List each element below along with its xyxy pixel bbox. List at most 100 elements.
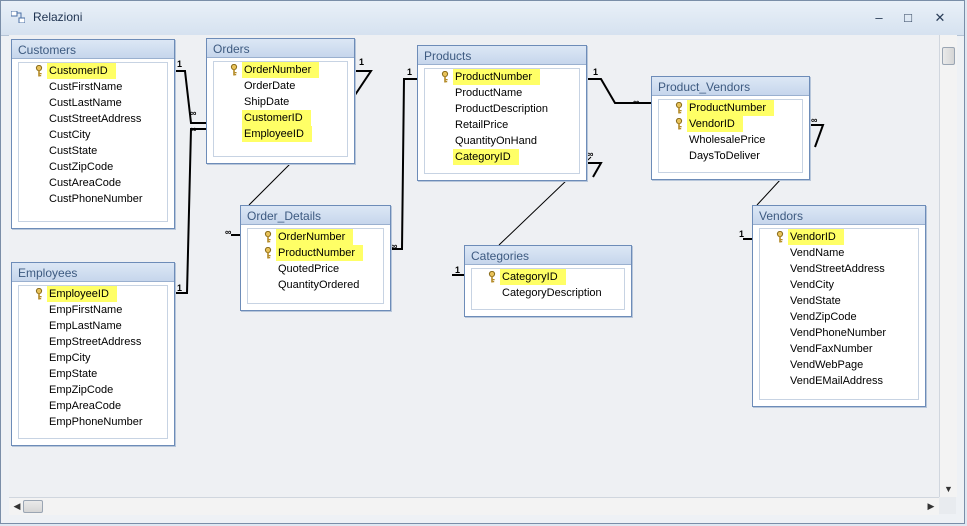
field-row[interactable]: CustFirstName <box>19 79 167 95</box>
field-row[interactable]: CustState <box>19 143 167 159</box>
field-row[interactable]: VendName <box>760 245 918 261</box>
vertical-scrollbar[interactable]: ▼ <box>939 35 957 497</box>
field-row[interactable]: RetailPrice <box>425 117 579 133</box>
field-row[interactable]: ProductNumber <box>425 69 579 85</box>
field-name: VendWebPage <box>790 359 864 371</box>
relationship-vendors-productvendors <box>809 124 825 148</box>
field-row[interactable]: EmpLastName <box>19 318 167 334</box>
field-row[interactable]: DaysToDeliver <box>659 148 802 164</box>
field-name: EmpFirstName <box>49 304 123 316</box>
field-row[interactable]: CustStreetAddress <box>19 111 167 127</box>
window-title: Relazioni <box>33 10 83 24</box>
field-row[interactable]: ProductNumber <box>248 245 383 261</box>
field-name: EmployeeID <box>242 126 312 142</box>
field-name: RetailPrice <box>455 119 509 131</box>
field-name: OrderNumber <box>242 62 320 78</box>
field-row[interactable]: VendorID <box>760 229 918 245</box>
field-row[interactable]: EmpStreetAddress <box>19 334 167 350</box>
field-row[interactable]: VendState <box>760 293 918 309</box>
field-row[interactable]: EmployeeID <box>214 126 347 142</box>
field-row[interactable]: EmpCity <box>19 350 167 366</box>
table-title: Vendors <box>753 206 925 225</box>
field-name: VendPhoneNumber <box>790 327 887 339</box>
field-row[interactable]: CategoryID <box>472 269 624 285</box>
field-row[interactable]: VendWebPage <box>760 357 918 373</box>
field-name: CategoryID <box>453 149 519 165</box>
field-row[interactable]: EmpPhoneNumber <box>19 414 167 430</box>
relationship-customers-orders <box>173 70 206 124</box>
field-row[interactable]: VendPhoneNumber <box>760 325 918 341</box>
maximize-button[interactable]: □ <box>904 10 912 25</box>
field-name: EmpPhoneNumber <box>49 416 143 428</box>
relationships-canvas[interactable]: 1 ∞ ∞ 1 1 ∞ 1 ∞ 1 ∞ ∞ 1 ∞ 1 Customers Cu… <box>9 35 939 497</box>
field-row[interactable]: VendStreetAddress <box>760 261 918 277</box>
rel-label-many: ∞ <box>190 124 197 134</box>
scroll-down-arrow-icon[interactable]: ▼ <box>944 484 953 494</box>
field-row[interactable]: ProductDescription <box>425 101 579 117</box>
field-row[interactable]: CustAreaCode <box>19 175 167 191</box>
field-row[interactable]: EmpAreaCode <box>19 398 167 414</box>
field-row[interactable]: VendEMailAddress <box>760 373 918 389</box>
relationship-products-orderdetails <box>390 78 417 250</box>
title-bar[interactable]: Relazioni – □ ✕ <box>1 1 964 36</box>
field-row[interactable]: OrderNumber <box>248 229 383 245</box>
field-row[interactable]: QuantityOrdered <box>248 277 383 293</box>
close-button[interactable]: ✕ <box>934 10 946 25</box>
field-row[interactable]: EmpZipCode <box>19 382 167 398</box>
field-row[interactable]: CustLastName <box>19 95 167 111</box>
field-name: OrderDate <box>244 80 296 92</box>
field-name: CustLastName <box>49 97 122 109</box>
field-row[interactable]: OrderNumber <box>214 62 347 78</box>
rel-label-many: ∞ <box>587 149 594 159</box>
field-name: VendStreetAddress <box>790 263 885 275</box>
field-name: OrderNumber <box>276 229 354 245</box>
rel-label-many: ∞ <box>633 97 640 107</box>
field-row[interactable]: ShipDate <box>214 94 347 110</box>
field-name: EmployeeID <box>47 286 117 302</box>
field-row[interactable]: CategoryID <box>425 149 579 165</box>
primary-key-icon <box>675 102 683 114</box>
minimize-button[interactable]: – <box>875 10 883 25</box>
scroll-left-arrow-icon[interactable]: ◀ <box>13 501 21 511</box>
scroll-right-arrow-icon[interactable]: ▶ <box>927 501 935 511</box>
field-row[interactable]: CustCity <box>19 127 167 143</box>
primary-key-icon <box>488 271 496 283</box>
field-row[interactable]: CustPhoneNumber <box>19 191 167 207</box>
field-row[interactable]: EmpFirstName <box>19 302 167 318</box>
field-row[interactable]: CustomerID <box>19 63 167 79</box>
field-row[interactable]: CustZipCode <box>19 159 167 175</box>
field-name: ProductNumber <box>453 69 541 85</box>
field-row[interactable]: QuotedPrice <box>248 261 383 277</box>
field-name: ProductName <box>455 87 523 99</box>
field-row[interactable]: CategoryDescription <box>472 285 624 301</box>
field-name: ProductNumber <box>276 245 364 261</box>
field-row[interactable]: VendZipCode <box>760 309 918 325</box>
field-row[interactable]: QuantityOnHand <box>425 133 579 149</box>
field-row[interactable]: VendorID <box>659 116 802 132</box>
field-row[interactable]: VendFaxNumber <box>760 341 918 357</box>
field-row[interactable]: WholesalePrice <box>659 132 802 148</box>
horizontal-scrollbar[interactable]: ◀ ▶ <box>9 497 939 515</box>
field-row[interactable]: ProductName <box>425 85 579 101</box>
field-row[interactable]: CustomerID <box>214 110 347 126</box>
field-row[interactable]: VendCity <box>760 277 918 293</box>
field-row[interactable]: ProductNumber <box>659 100 802 116</box>
field-name: VendEMailAddress <box>790 375 883 387</box>
field-row[interactable]: EmpState <box>19 366 167 382</box>
field-row[interactable]: OrderDate <box>214 78 347 94</box>
field-row[interactable]: EmployeeID <box>19 286 167 302</box>
horizontal-scroll-thumb[interactable] <box>23 500 43 513</box>
vertical-scroll-thumb[interactable] <box>942 47 955 65</box>
